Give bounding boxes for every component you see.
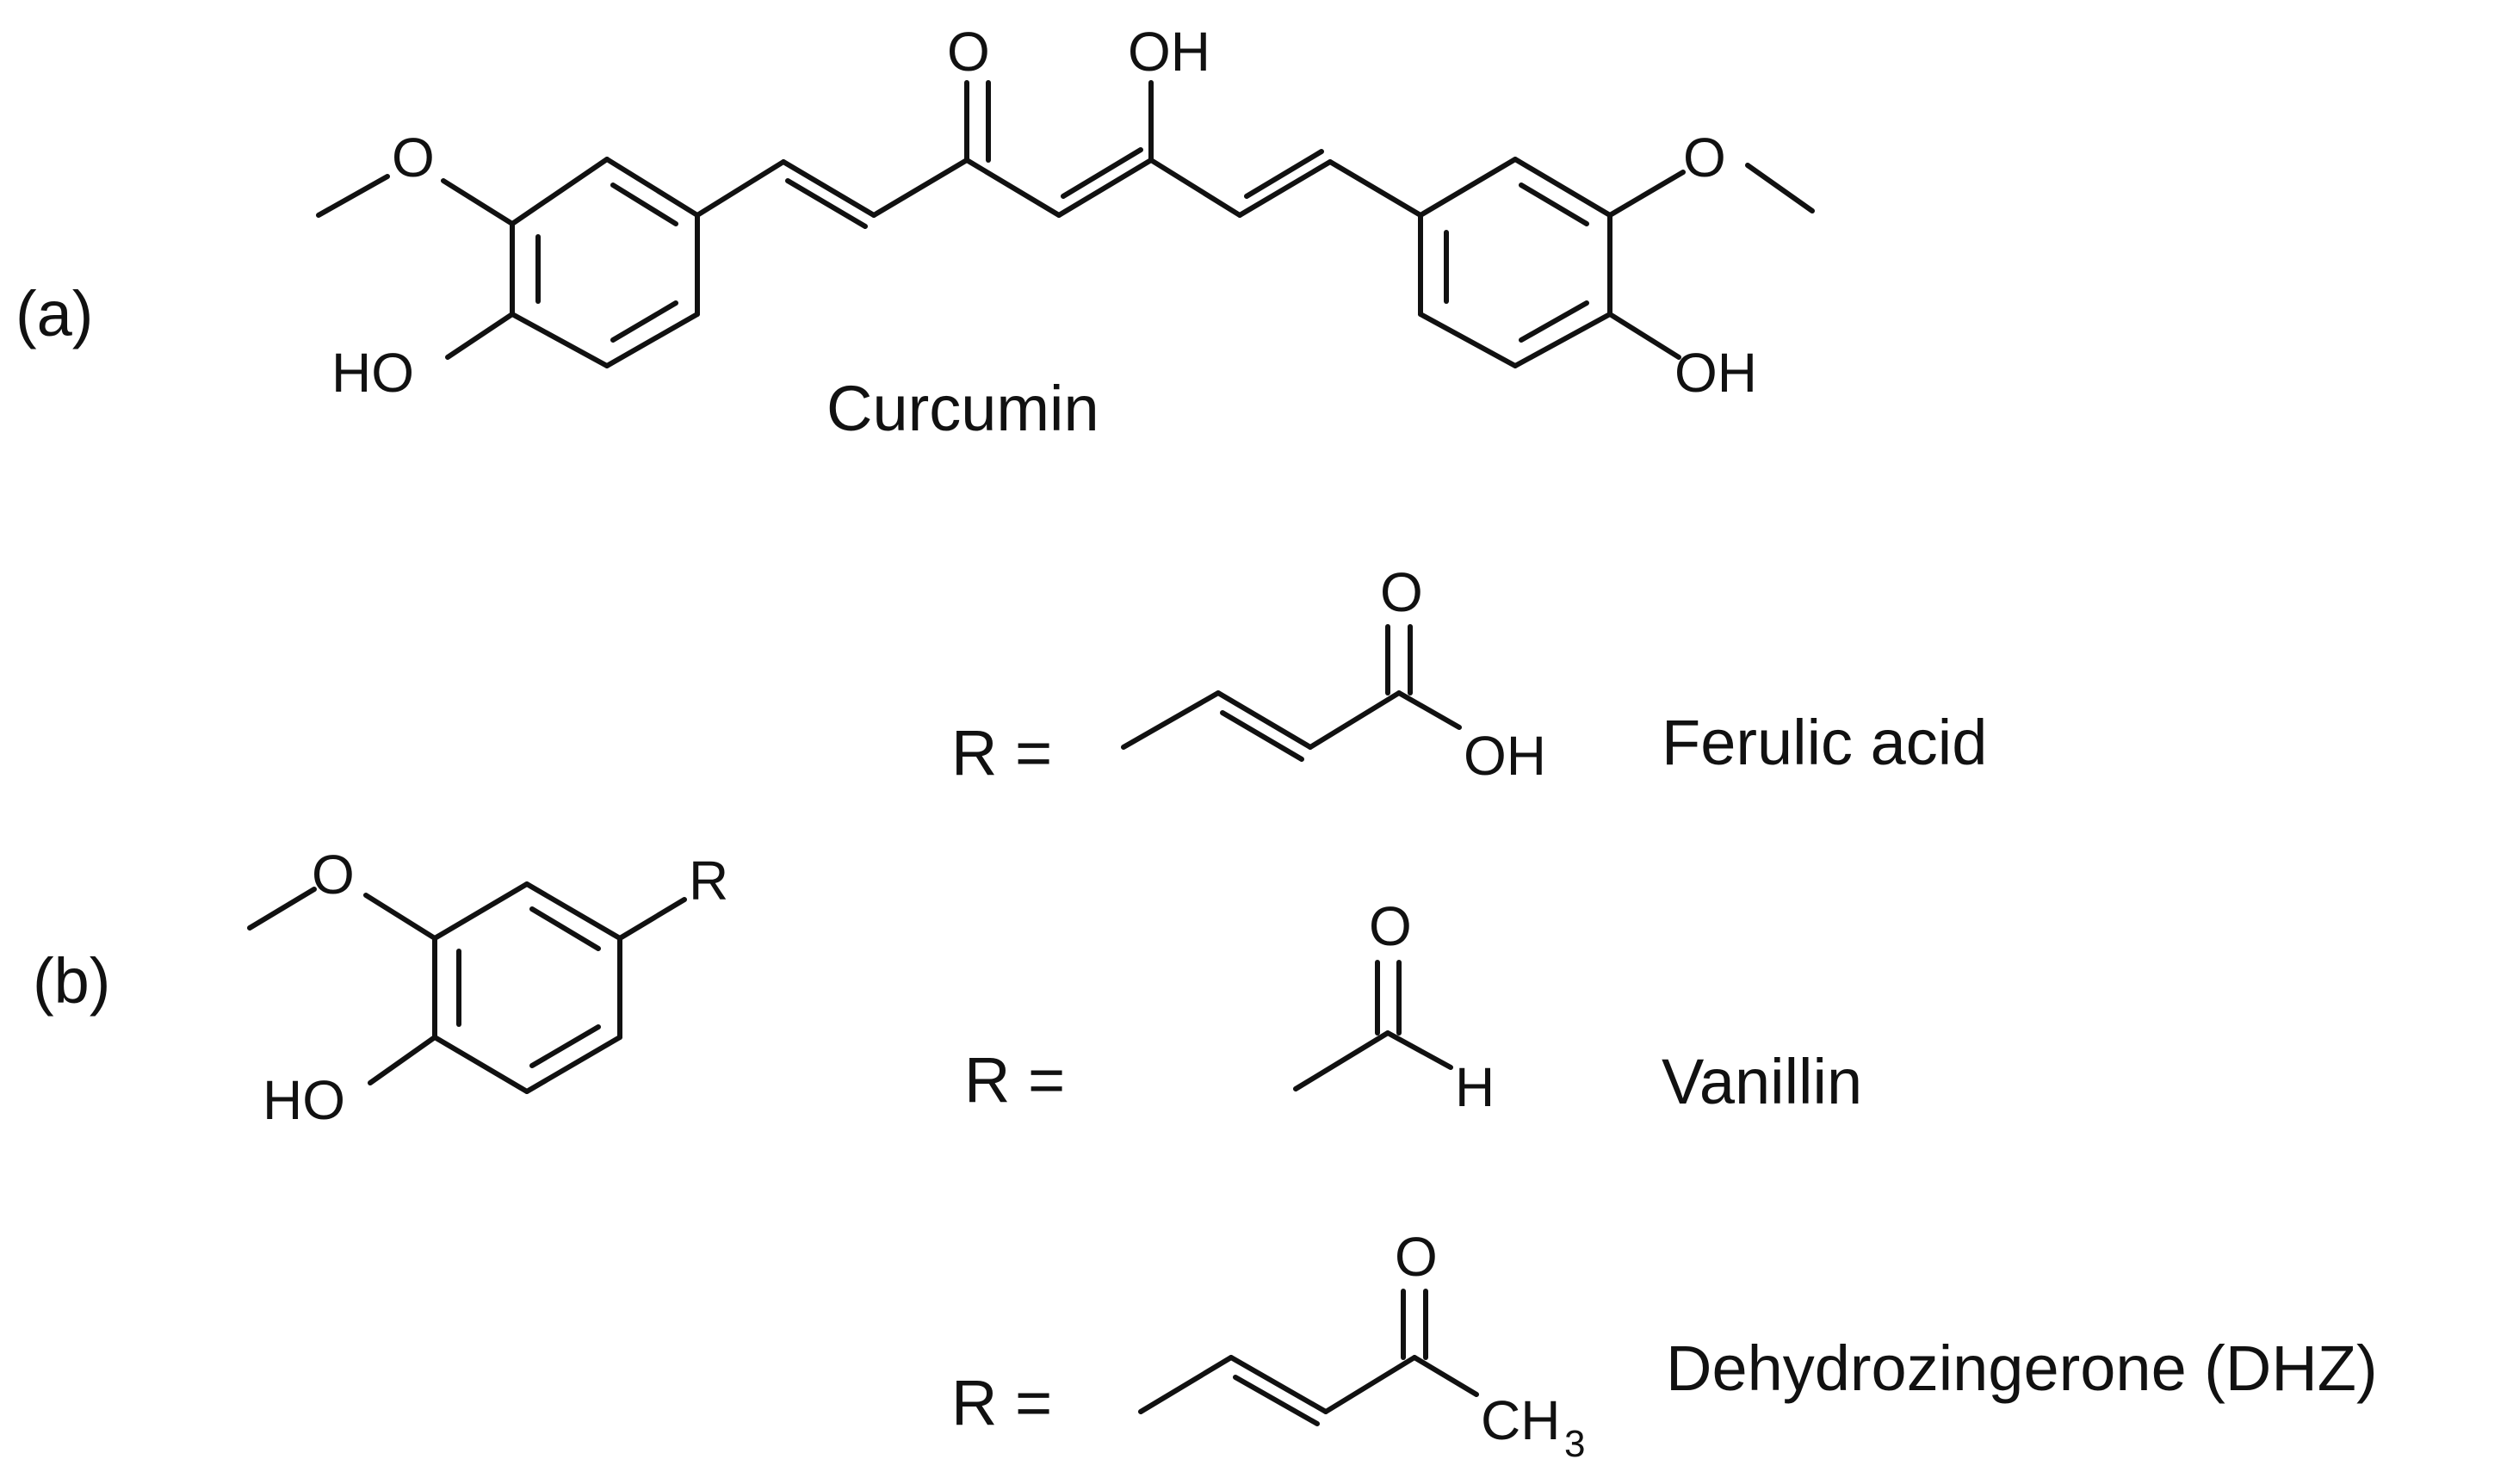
vanillin-o: O (1369, 895, 1412, 957)
curcumin-ketone-o: O (947, 21, 990, 83)
curcumin-right-methoxy-o: O (1683, 127, 1726, 189)
vanillin-prefix: R = (964, 1044, 1065, 1116)
core-ho: HO (263, 1069, 345, 1131)
substituent-ferulic-acid: R = O OH Ferulic acid (951, 561, 1987, 788)
curcumin-name: Curcumin (826, 373, 1099, 444)
curcumin-left-ho: HO (331, 342, 414, 404)
dhz-ch: CH (1481, 1389, 1560, 1451)
panel-b-label: (b) (33, 945, 110, 1017)
ferulic-oh: OH (1464, 725, 1546, 787)
curcumin-right-oh: OH (1674, 342, 1757, 404)
vanillin-name: Vanillin (1662, 1046, 1862, 1117)
ferulic-name: Ferulic acid (1662, 707, 1987, 778)
ferulic-prefix: R = (951, 717, 1052, 788)
vanillin-h: H (1455, 1056, 1495, 1118)
panel-a-label: (a) (15, 278, 93, 349)
core-r: R (689, 850, 728, 912)
substituent-dehydrozingerone: R = O CH 3 Dehydrozingerone (DHZ) (951, 1226, 2378, 1465)
curcumin-structure: O OH O HO O OH (316, 21, 1815, 404)
panel-b: (b) O HO R R = (33, 561, 2378, 1465)
curcumin-enol-oh: OH (1128, 21, 1210, 83)
core-structure: O HO R (247, 844, 728, 1131)
core-methoxy-o: O (312, 844, 355, 906)
curcumin-left-ring (510, 157, 700, 368)
dhz-o: O (1395, 1226, 1438, 1288)
curcumin-right-ring (1418, 157, 1612, 368)
substituent-vanillin: R = O H Vanillin (964, 895, 1862, 1118)
curcumin-left-methoxy-o: O (392, 127, 435, 189)
dhz-name: Dehydrozingerone (DHZ) (1666, 1333, 2378, 1404)
dhz-prefix: R = (951, 1367, 1052, 1438)
panel-a: (a) (15, 21, 1815, 444)
dhz-ch-subscript: 3 (1564, 1423, 1585, 1465)
ferulic-o: O (1380, 561, 1423, 623)
